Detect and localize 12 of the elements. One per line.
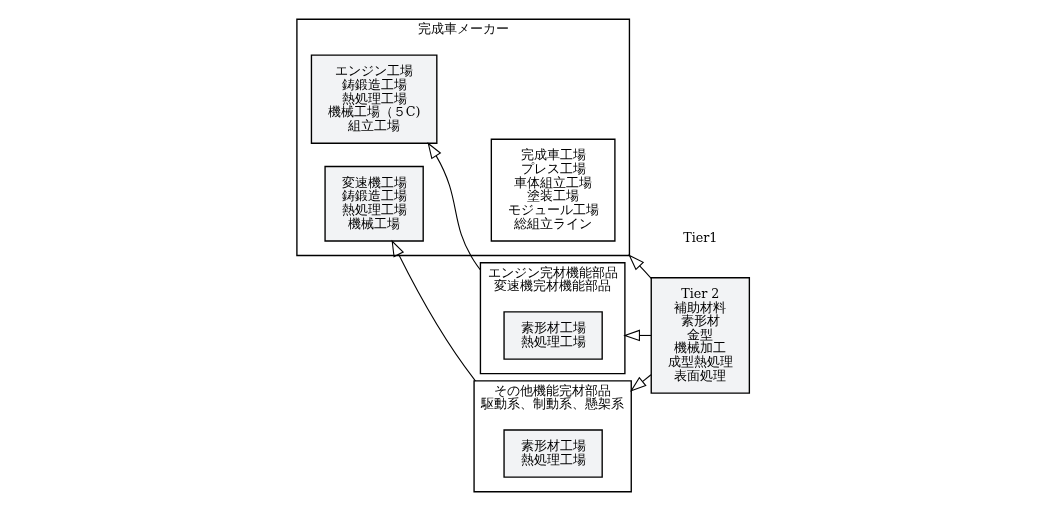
node-box: 完成車工場 プレス工場 車体組立工場 塗装工場 モジュール工場 総組立ライン	[490, 138, 616, 242]
node-box: Tier 2 補助材料 素形材 金型 機械加工 成型熱処理 表面処理	[650, 277, 750, 394]
arrow	[629, 374, 652, 392]
node-box: 変速機工場 鋳鍛造工場 熱処理工場 機械工場	[323, 165, 424, 242]
node-box: エンジン工場 鋳鍛造工場 熱処理工場 機械工場（５C) 組立工場	[310, 54, 437, 144]
arrow	[426, 142, 481, 271]
node-box: 素形材工場 熱処理工場	[502, 429, 603, 478]
label: Tier1	[682, 229, 717, 245]
arrow	[627, 254, 652, 279]
arrow	[622, 329, 652, 342]
node-box: 素形材工場 熱処理工場	[502, 311, 603, 360]
arrow	[391, 239, 476, 382]
